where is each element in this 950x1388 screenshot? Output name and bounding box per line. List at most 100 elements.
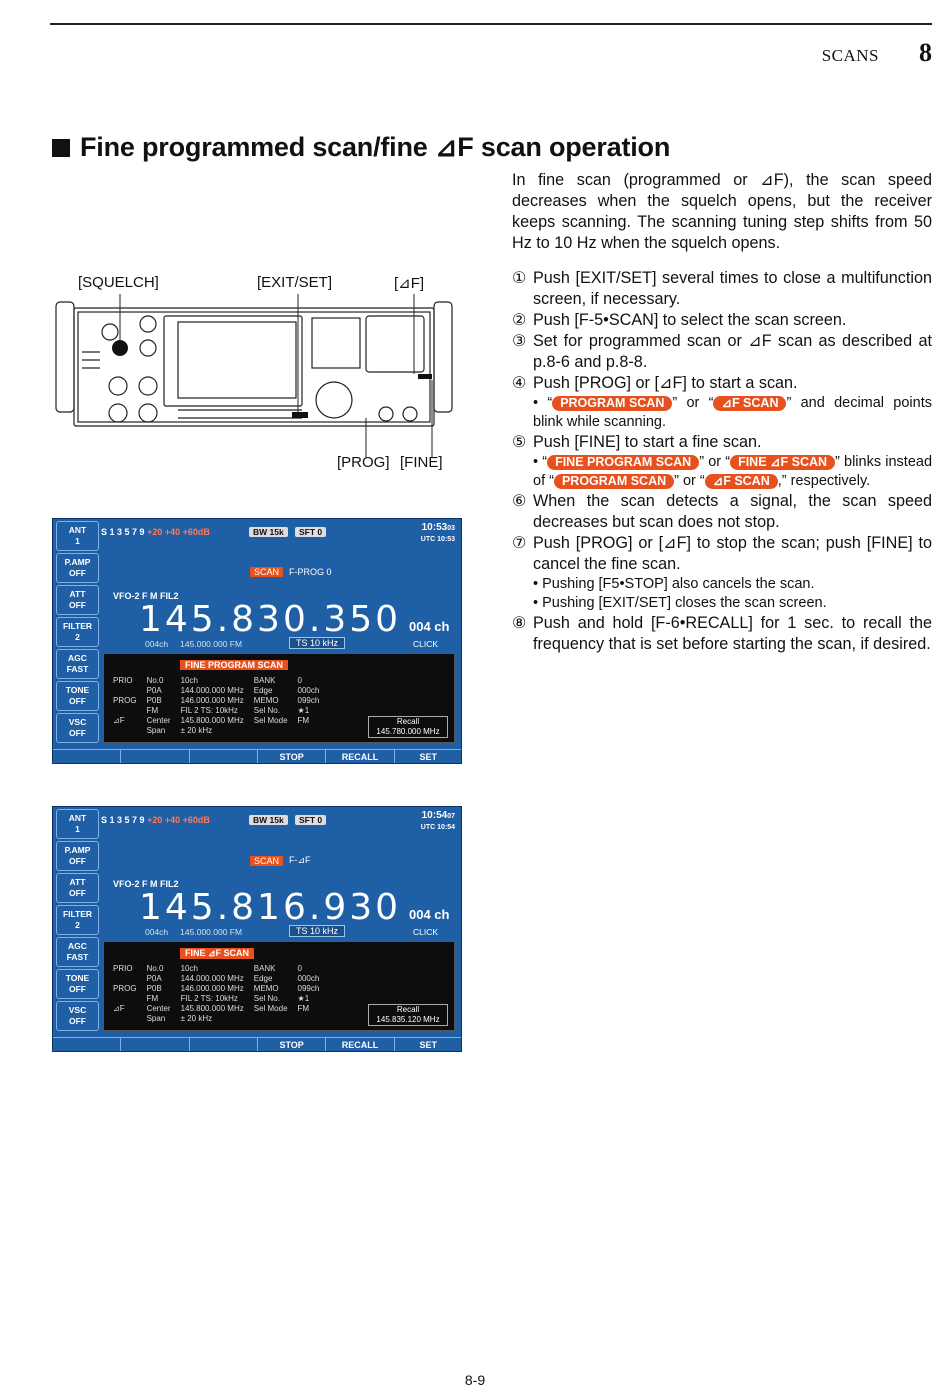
table-cell: PRIO [113,676,133,685]
running-head: SCANS 8 [822,38,932,68]
s-meter-plus-scale: +20 +40 +60dB [147,815,210,825]
side-button[interactable]: ATT OFF [56,873,99,903]
table-cell: 145.800.000 MHz [180,716,244,725]
step-number: ① [512,270,527,287]
step-7-note-a: • Pushing [F5•STOP] also cancels the sca… [533,576,815,592]
table-cell: Span [146,726,166,735]
s-meter-scale: S 1 3 5 7 9 [101,815,145,825]
utc-time: UTC 10:53 [420,536,455,543]
note-text: ” and decimal points blink while scannin… [533,395,932,430]
table-cell: P0A [146,686,162,695]
section-title: SCANS [821,46,879,65]
side-button[interactable]: P.AMP OFF [56,553,99,583]
table-cell: ⊿F [113,1004,125,1013]
function-key[interactable]: RECALL [326,1038,395,1051]
function-key[interactable] [190,750,258,763]
side-button[interactable]: VSC OFF [56,1001,99,1031]
note-text: • “ [533,454,548,470]
table-cell [293,1014,325,1024]
memory-channel: 004ch [145,639,169,649]
side-button[interactable]: AGC FAST [56,649,99,679]
function-key[interactable] [190,1038,258,1051]
step-number: ⑧ [512,615,527,632]
recall-frequency: 145.835.120 MHz [376,1015,440,1024]
step-text: Push [EXIT/SET] several times to close a… [533,269,932,308]
table-cell: MEMO [253,984,279,993]
table-cell: PROG [113,984,137,993]
chapter-number: 8 [919,38,932,67]
program-scan-tag: PROGRAM SCAN [552,396,673,411]
step-number: ② [512,312,527,329]
callout-exitset: [EXIT/SET] [257,274,333,291]
step-number: ③ [512,333,527,350]
side-button[interactable]: ATT OFF [56,585,99,615]
utc-time: UTC 10:54 [420,824,455,831]
side-button[interactable]: P.AMP OFF [56,841,99,871]
table-cell: 000ch [297,974,320,983]
table-cell: Sel No. [253,706,280,715]
step-number: ⑦ [512,535,527,552]
table-cell: ★1 [297,706,310,715]
function-key[interactable]: STOP [258,750,327,763]
function-key[interactable]: SET [395,1038,461,1051]
function-key[interactable] [53,750,122,763]
side-button[interactable]: VSC OFF [56,713,99,743]
function-key[interactable]: STOP [258,1038,327,1051]
table-cell: BANK [253,964,276,973]
recall-label: Recall [396,717,420,726]
table-cell: No.0 [146,964,164,973]
table-cell: 0 [297,676,302,685]
function-key[interactable] [121,750,190,763]
click-indicator: CLICK [413,927,439,937]
table-cell: Edge [253,974,273,983]
df-scan-tag: ⊿F SCAN [713,396,787,411]
tuning-step: TS 10 kHz [289,925,346,937]
sft-badge: SFT 0 [295,815,327,825]
step-number: ⑤ [512,434,527,451]
table-cell: PRIO [113,964,133,973]
note-text: ” blinks instead of “ [533,454,933,489]
side-button[interactable]: ANT 1 [56,521,99,551]
step-number: ④ [512,375,527,392]
table-cell: 146.000.000 MHz [180,696,244,705]
function-key[interactable]: RECALL [326,750,395,763]
side-button[interactable]: TONE OFF [56,681,99,711]
side-button[interactable]: ANT 1 [56,809,99,839]
table-cell: MEMO [253,696,279,705]
function-key[interactable] [121,1038,190,1051]
table-cell [108,706,142,716]
top-rule [50,23,932,25]
table-cell: FM [146,706,159,715]
square-bullet-icon [52,138,70,157]
side-button[interactable]: AGC FAST [56,937,99,967]
step-7-note-b: • Pushing [EXIT/SET] closes the scan scr… [533,595,827,611]
clock-seconds: 07 [447,813,455,820]
heading-text: Fine programmed scan/fine ⊿F scan operat… [80,132,671,162]
page-number: 8-9 [464,1372,486,1388]
table-row: Span± 20 kHz [108,1014,324,1024]
side-button[interactable]: TONE OFF [56,969,99,999]
channel-readout: 004 ch [409,907,450,922]
side-button[interactable]: FILTER 2 [56,905,99,935]
step-4-note: • “PROGRAM SCAN” or “⊿F SCAN” and decima… [533,394,932,432]
side-button[interactable]: FILTER 2 [56,617,99,647]
function-key[interactable] [53,1038,122,1051]
function-key[interactable]: SET [395,750,461,763]
fine-df-scan-tag: FINE ⊿F SCAN [730,455,836,470]
fine-program-scan-tag: FINE PROGRAM SCAN [547,455,700,470]
